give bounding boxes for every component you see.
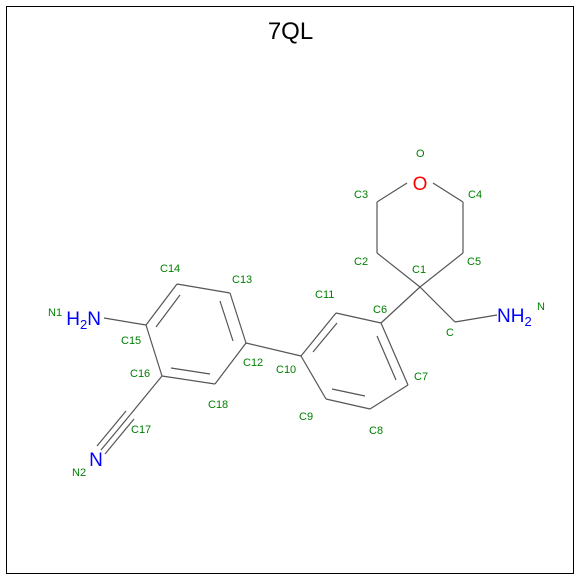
bond-c7-c8 (369, 384, 409, 410)
atom-label-c5: C5 (467, 256, 481, 268)
atom-label-c10: C10 (276, 364, 296, 376)
atom-label-c14: C14 (160, 263, 180, 275)
atom-label-o: O (416, 148, 425, 160)
bond-c8-c9 (325, 398, 371, 410)
bond-c12-c13-inner (219, 300, 234, 342)
bond-c16-c17 (129, 375, 163, 416)
bond-o-c4 (432, 182, 464, 203)
atom-label-c9: C9 (299, 411, 313, 423)
bond-c16-c18-inner (170, 367, 211, 375)
atom-label-c12: C12 (243, 357, 263, 369)
bond-c8-c9-inner (331, 388, 366, 397)
bond-c14-c15 (145, 283, 178, 326)
atom-label-n2: N2 (72, 467, 86, 479)
bond-c17-n2-c (96, 410, 127, 447)
bond-c13-c14 (176, 283, 231, 294)
atom-label-c18: C18 (208, 399, 228, 411)
bond-c6-c7 (380, 322, 409, 386)
atom-label-c2: C2 (354, 256, 368, 268)
atom-label-c11: C11 (315, 289, 334, 301)
atom-label-n1: N1 (48, 307, 62, 319)
bond-c14-c15-inner (155, 294, 181, 328)
molecule-title: 7QL (267, 18, 314, 45)
amine-right-symbol: NH2 (497, 306, 532, 329)
bond-c9-c10 (300, 355, 327, 400)
bond-c15-c16 (145, 324, 163, 377)
bond-c2-c1 (376, 252, 421, 288)
nitrile-n-symbol: N (89, 450, 103, 471)
atom-label-c15: C15 (121, 335, 141, 347)
bond-o-c3 (376, 182, 408, 203)
atom-label-n: N (537, 301, 545, 313)
atom-label-c17: C17 (131, 424, 151, 436)
bond-c17-n2-b (104, 418, 135, 455)
bond-c16-c18 (161, 375, 216, 385)
bond-c1-c6 (380, 286, 421, 324)
atom-label-c4: C4 (468, 189, 482, 201)
bond-c12-c13 (229, 292, 247, 344)
bond-c10-c11-inner (312, 322, 338, 353)
atom-label-c: C (446, 327, 454, 339)
atom-label-c7: C7 (414, 371, 428, 383)
bond-c6-c7-inner (376, 335, 397, 381)
bonds (96, 182, 498, 455)
atom-label-c6: C6 (373, 304, 387, 316)
bond-c1-c (419, 286, 456, 323)
bond-c18-c12 (214, 342, 247, 385)
bond-c10-c12 (245, 342, 302, 357)
atom-label-c8: C8 (369, 425, 383, 437)
atom-label-c16: C16 (130, 368, 150, 380)
amine-left-symbol: H2N (66, 309, 101, 332)
bond-c11-c6 (335, 312, 382, 324)
bond-c5-c1 (419, 252, 464, 288)
bond-c17-n2-a (100, 414, 131, 451)
oxygen-symbol: O (413, 174, 428, 195)
diagram-frame (6, 6, 574, 574)
atom-label-c13: C13 (232, 274, 252, 286)
bond-c10-c11 (300, 312, 337, 357)
atom-label-c1: C1 (412, 264, 426, 276)
bond-c15-n1 (103, 317, 147, 326)
atom-label-c3: C3 (354, 189, 368, 201)
bond-c-n (454, 314, 498, 323)
